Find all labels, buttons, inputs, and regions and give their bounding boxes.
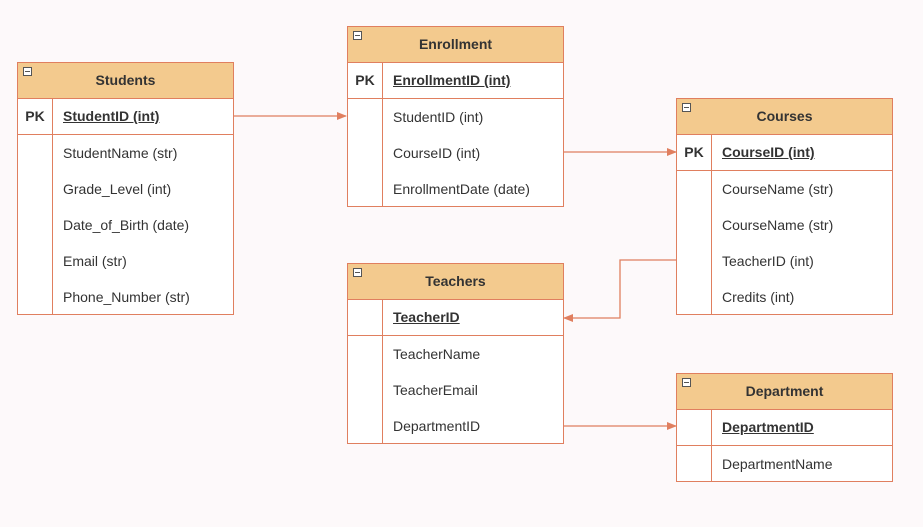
enrollment-pk-field: EnrollmentID (int) [393,72,511,88]
students-table-title: Students [95,72,156,88]
pk-label [677,410,712,445]
teachers-table[interactable]: Teachers TeacherID TeacherName TeacherEm… [347,263,564,444]
students-field-row[interactable]: Email (str) [63,253,127,269]
minus-square-icon[interactable] [353,31,362,40]
enrollment-fields: StudentID (int) CourseID (int) Enrollmen… [348,99,563,207]
teachers-field-row[interactable]: TeacherName [393,346,481,362]
courses-table-title: Courses [756,108,813,124]
teachers-fields: TeacherName TeacherEmail DepartmentID [348,336,563,444]
pk-label: PK [677,135,712,170]
enrollment-field-row[interactable]: StudentID (int) [393,109,484,125]
pk-label: PK [18,99,53,134]
department-table[interactable]: Department DepartmentID DepartmentName [676,373,893,482]
teachers-pk-field: TeacherID [393,309,460,325]
minus-square-icon[interactable] [682,378,691,387]
courses-field-row[interactable]: TeacherID (int) [722,253,814,269]
students-field-row[interactable]: Grade_Level (int) [63,181,172,197]
teachers-field-row[interactable]: TeacherEmail [393,382,478,398]
pk-label: PK [348,63,383,98]
minus-square-icon[interactable] [682,103,691,112]
courses-field-row[interactable]: CourseName (str) [722,181,834,197]
courses-table-header[interactable]: Courses [677,99,892,135]
enrollment-table-title: Enrollment [418,36,493,52]
enrollment-field-row[interactable]: CourseID (int) [393,145,481,161]
courses-fields: CourseName (str) CourseName (str) Teache… [677,171,892,315]
department-pk-field: DepartmentID [722,419,814,435]
students-field-row[interactable]: StudentName (str) [63,145,178,161]
students-table[interactable]: Students PK StudentID (int) StudentName … [17,62,234,315]
students-table-header[interactable]: Students [18,63,233,99]
connector-courses-teachers[interactable] [563,259,676,322]
students-field-row[interactable]: Date_of_Birth (date) [63,217,190,233]
courses-pk-row[interactable]: PK CourseID (int) [677,135,892,171]
courses-table[interactable]: Courses PK CourseID (int) CourseName (st… [676,98,893,315]
minus-square-icon[interactable] [23,67,32,76]
pk-label [348,300,383,335]
teachers-table-header[interactable]: Teachers [348,264,563,300]
students-field-row[interactable]: Phone_Number (str) [63,289,190,305]
minus-square-icon[interactable] [353,268,362,277]
enrollment-pk-row[interactable]: PK EnrollmentID (int) [348,63,563,99]
department-field-row[interactable]: DepartmentName [722,456,833,472]
department-table-title: Department [745,383,824,399]
courses-field-row[interactable]: CourseName (str) [722,217,834,233]
department-table-header[interactable]: Department [677,374,892,410]
students-pk-row[interactable]: PK StudentID (int) [18,99,233,135]
teachers-field-row[interactable]: DepartmentID [393,418,481,434]
enrollment-table[interactable]: Enrollment PK EnrollmentID (int) Student… [347,26,564,207]
department-pk-row[interactable]: DepartmentID [677,410,892,446]
department-fields: DepartmentName [677,446,892,482]
enrollment-table-header[interactable]: Enrollment [348,27,563,63]
courses-pk-field: CourseID (int) [722,144,815,160]
teachers-table-title: Teachers [425,273,486,289]
courses-field-row[interactable]: Credits (int) [722,289,795,305]
students-pk-field: StudentID (int) [63,108,160,124]
students-fields: StudentName (str) Grade_Level (int) Date… [18,135,233,315]
enrollment-field-row[interactable]: EnrollmentDate (date) [393,181,530,197]
teachers-pk-row[interactable]: TeacherID [348,300,563,336]
